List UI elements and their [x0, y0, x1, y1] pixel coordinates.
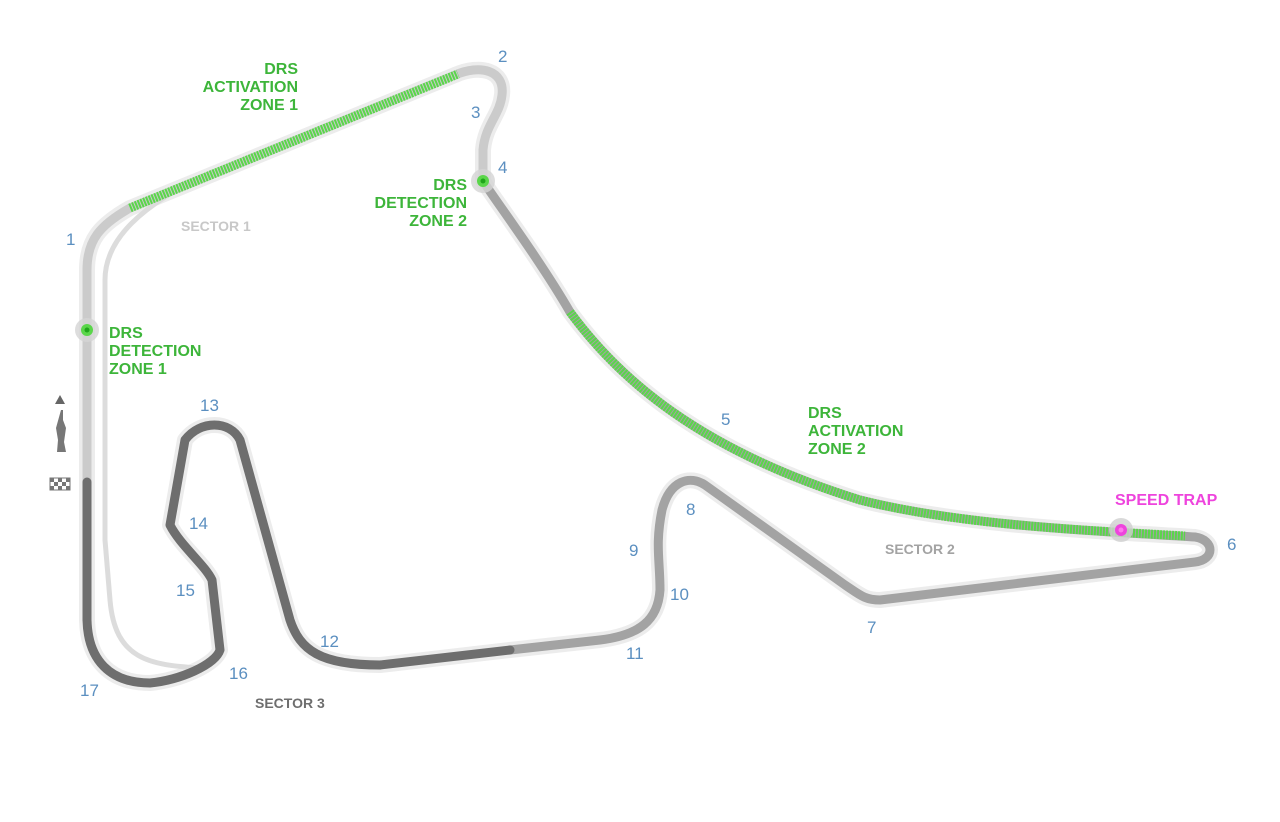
turn-label-6: 6 — [1227, 535, 1236, 554]
svg-text:ZONE 1: ZONE 1 — [240, 97, 298, 114]
drs-detection-2-marker — [471, 169, 495, 193]
turn-label-14: 14 — [189, 514, 208, 533]
turn-label-10: 10 — [670, 585, 689, 604]
start-position-icon — [56, 410, 66, 452]
turn-label-3: 3 — [471, 103, 480, 122]
pit-lane — [102, 169, 215, 671]
sector-2-label: SECTOR 2 — [885, 541, 955, 557]
turn-label-8: 8 — [686, 500, 695, 519]
turn-label-4: 4 — [498, 158, 507, 177]
sector-3-label: SECTOR 3 — [255, 695, 325, 711]
speed-trap-marker — [1109, 518, 1133, 542]
drs-detection-zone-2-label: DRS DETECTION ZONE 2 — [375, 177, 468, 230]
svg-text:DETECTION: DETECTION — [375, 195, 467, 212]
svg-text:DETECTION: DETECTION — [109, 343, 201, 360]
svg-text:DRS: DRS — [109, 325, 143, 342]
checkered-flag-icon — [49, 477, 71, 491]
turn-label-5: 5 — [721, 410, 730, 429]
turn-label-2: 2 — [498, 47, 507, 66]
sector-3-track — [82, 420, 515, 688]
drs-detection-1-marker — [75, 318, 99, 342]
speed-trap-label: SPEED TRAP — [1115, 492, 1218, 509]
turn-label-11: 11 — [626, 644, 644, 663]
sector-1-track — [82, 65, 507, 487]
svg-text:ACTIVATION: ACTIVATION — [203, 79, 298, 96]
svg-text:ZONE 2: ZONE 2 — [808, 441, 866, 458]
drs-detection-zone-1-label: DRS DETECTION ZONE 1 — [109, 325, 201, 378]
turn-label-9: 9 — [629, 541, 638, 560]
turn-label-13: 13 — [200, 396, 219, 415]
sector-1-label: SECTOR 1 — [181, 218, 251, 234]
track-halo — [79, 61, 1218, 691]
svg-text:ZONE 2: ZONE 2 — [409, 213, 467, 230]
turn-label-7: 7 — [867, 618, 876, 637]
direction-arrow-icon — [55, 395, 65, 404]
drs-activation-zone-2-label: DRS ACTIVATION ZONE 2 — [808, 405, 903, 458]
drs-activation-zone-1-label: DRS ACTIVATION ZONE 1 — [203, 61, 299, 114]
svg-text:DRS: DRS — [264, 61, 298, 78]
svg-text:DRS: DRS — [433, 177, 467, 194]
turn-label-16: 16 — [229, 664, 248, 683]
svg-text:ACTIVATION: ACTIVATION — [808, 423, 903, 440]
drs-zone-1-track — [128, 69, 460, 213]
turn-label-1: 1 — [66, 230, 75, 249]
drs-zone-2-track — [566, 309, 1186, 541]
turn-label-17: 17 — [80, 681, 99, 700]
svg-text:DRS: DRS — [808, 405, 842, 422]
turn-label-15: 15 — [176, 581, 195, 600]
svg-text:ZONE 1: ZONE 1 — [109, 361, 167, 378]
sector-2-track — [478, 176, 1215, 655]
turn-label-12: 12 — [320, 632, 339, 651]
